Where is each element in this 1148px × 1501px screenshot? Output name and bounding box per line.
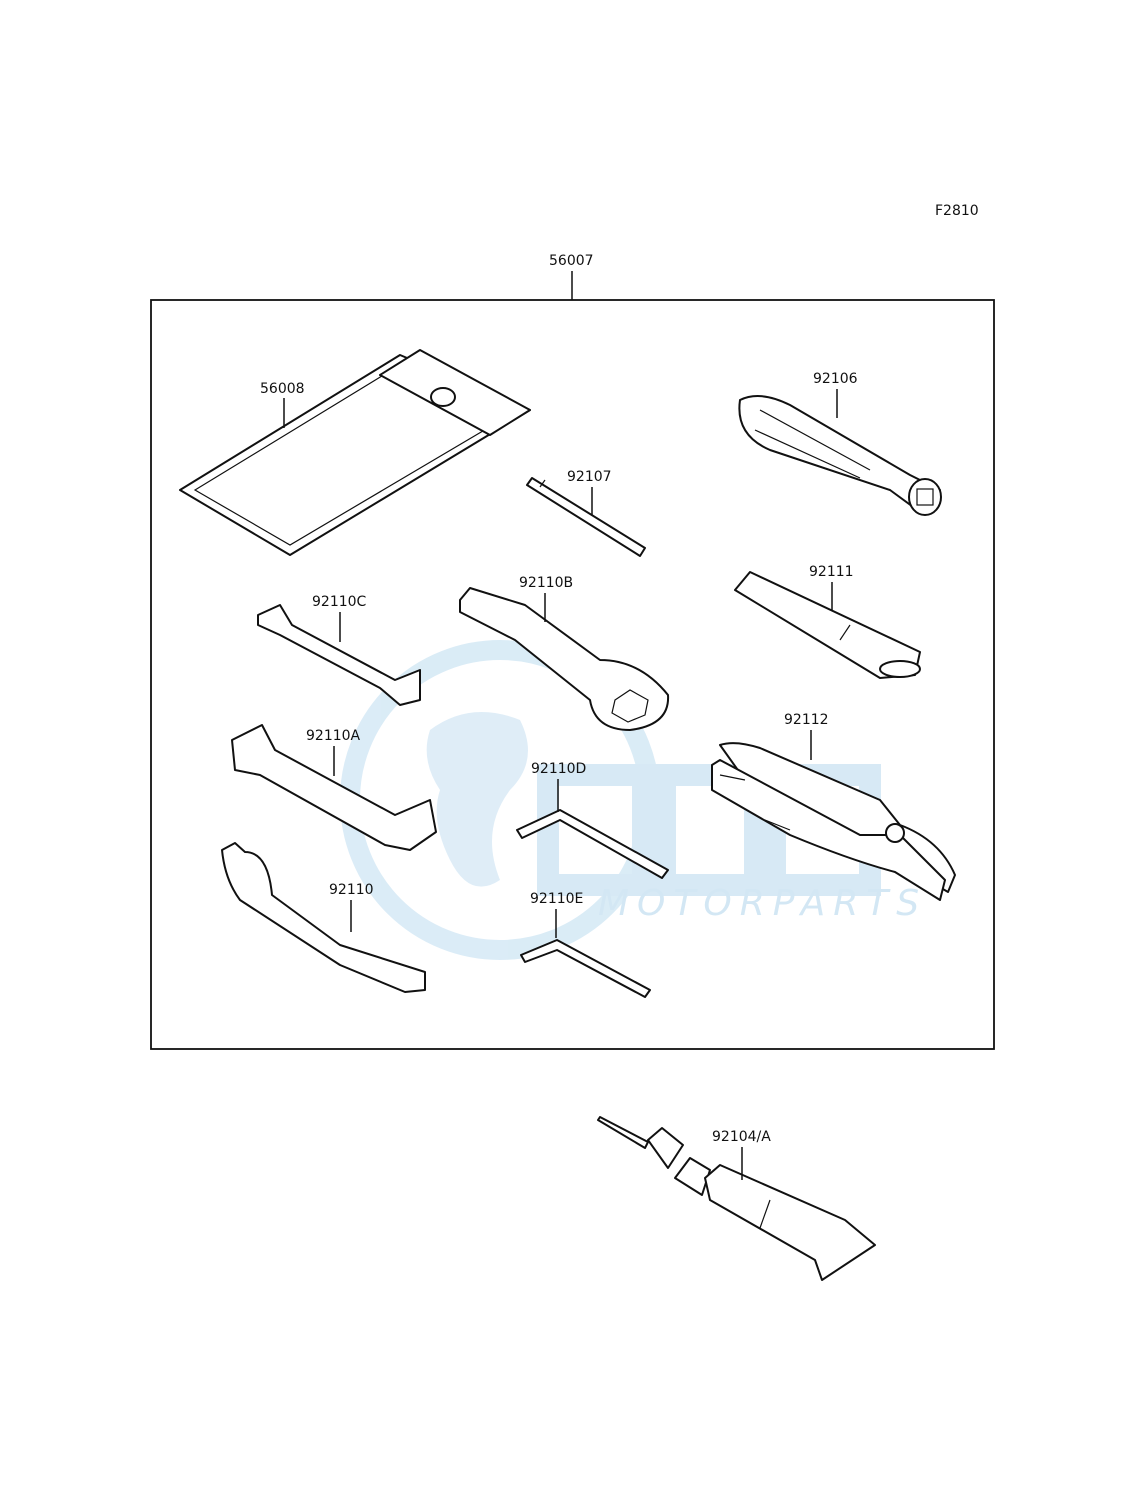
c-spanner [221, 842, 426, 993]
label-92106: 92106 [813, 371, 858, 387]
hex-key-small [520, 939, 651, 998]
figure-code: F2810 [935, 203, 979, 219]
glue-tube [597, 1116, 876, 1281]
kit-label: 56007 [549, 253, 594, 269]
label-92110E: 92110E [530, 891, 583, 907]
label-92110B: 92110B [519, 575, 573, 591]
hex-ring-spanner [459, 587, 670, 731]
label-92110A: 92110A [306, 728, 361, 744]
watermark-logo-e [654, 764, 766, 896]
label-92112: 92112 [784, 712, 829, 728]
label-92110C: 92110C [312, 594, 367, 610]
kit-box [150, 299, 995, 1050]
label-56008: 56008 [260, 381, 305, 397]
label-92107: 92107 [567, 469, 612, 485]
pliers [711, 742, 956, 901]
screwdriver-handle [738, 395, 942, 516]
screwdriver-bit [526, 477, 646, 557]
watermark-globe-continent [426, 712, 528, 887]
label-92110D: 92110D [531, 761, 586, 777]
label-92111: 92111 [809, 564, 854, 580]
watermark-subtext: MOTORPARTS [598, 883, 927, 924]
extension-tube [734, 571, 921, 679]
tool-pouch [179, 349, 531, 556]
label-92104A: 92104/A [712, 1129, 771, 1145]
small-wrench [257, 604, 421, 706]
watermark-logo-g [537, 764, 654, 896]
label-92110: 92110 [329, 882, 374, 898]
large-wrench [231, 724, 437, 851]
hex-key-large [516, 809, 669, 879]
